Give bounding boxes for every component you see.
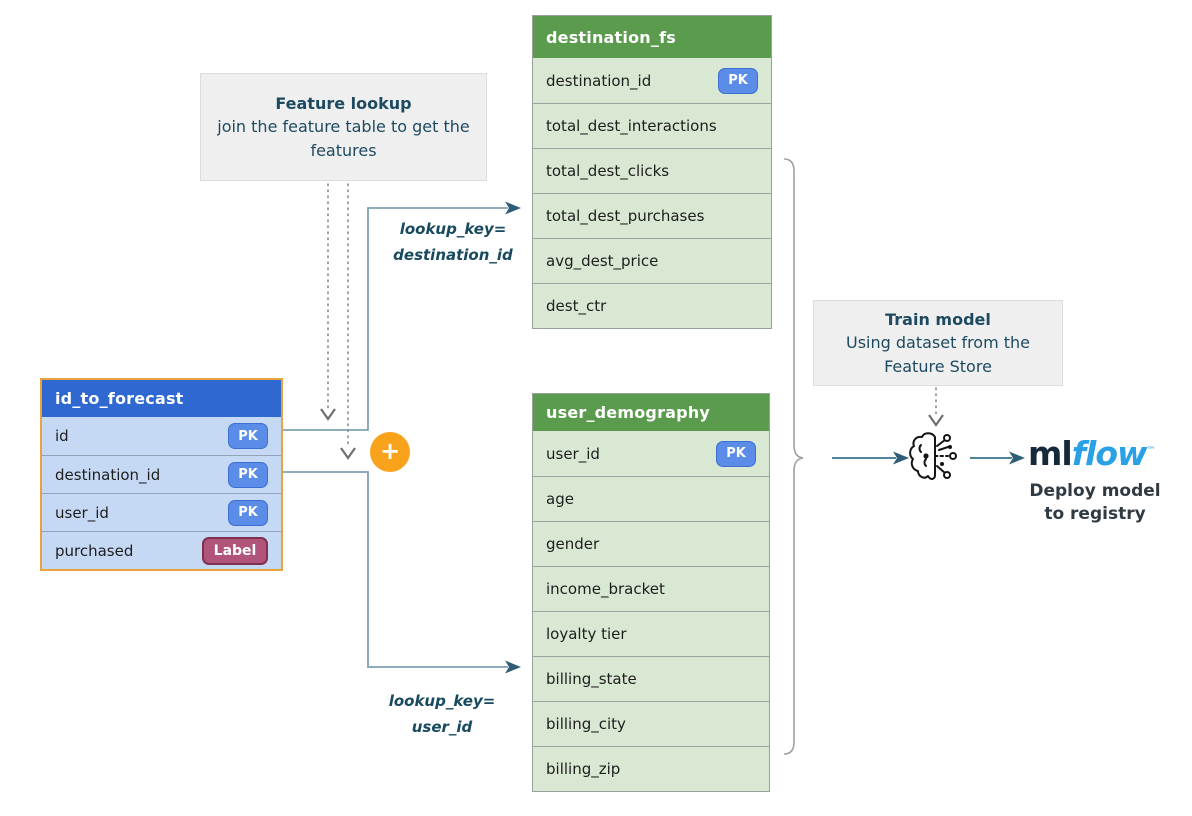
column-name: billing_city — [546, 715, 626, 733]
table-row: income_bracket — [533, 566, 769, 611]
table-row: billing_zip — [533, 746, 769, 791]
feature-lookup-title: Feature lookup — [275, 94, 412, 114]
lookup-key-line: destination_id — [393, 246, 513, 264]
table-row: total_dest_interactions — [533, 103, 771, 148]
curly-brace — [783, 158, 804, 755]
lookup-key-line: lookup_key= — [399, 220, 507, 238]
column-name: billing_zip — [546, 760, 621, 778]
train-model-title: Train model — [885, 310, 991, 330]
table-id-to-forecast: id_to_forecast id PK destination_id PK u… — [40, 378, 283, 571]
table-row: loyalty tier — [533, 611, 769, 656]
connector-lookup-destination — [283, 207, 508, 431]
feature-lookup-body: join the feature table to get the featur… — [217, 117, 470, 160]
arrowhead-brace-to-brain — [893, 451, 909, 465]
mlflow-logo: mlflow™ — [1028, 434, 1156, 473]
column-name: destination_id — [546, 71, 652, 90]
column-name: destination_id — [55, 465, 161, 484]
deploy-caption-line: to registry — [1044, 504, 1146, 524]
column-name: avg_dest_price — [546, 252, 659, 270]
deploy-caption-line: Deploy model — [1029, 481, 1161, 501]
column-name: billing_state — [546, 670, 637, 688]
table-row: total_dest_clicks — [533, 148, 771, 193]
table-header: destination_fs — [533, 16, 771, 58]
lookup-key-line: user_id — [411, 718, 473, 736]
table-row: billing_city — [533, 701, 769, 746]
column-name: total_dest_clicks — [546, 162, 670, 180]
table-destination-fs: destination_fs destination_id PK total_d… — [532, 15, 772, 329]
column-name: user_id — [55, 503, 109, 522]
table-row: user_id PK — [533, 431, 769, 476]
label-badge: Label — [202, 536, 268, 565]
plus-glyph: + — [379, 437, 401, 465]
table-row: avg_dest_price — [533, 238, 771, 283]
lookup-key-line: lookup_key= — [388, 692, 496, 710]
column-name: age — [546, 490, 574, 508]
table-row: gender — [533, 521, 769, 566]
train-model-body: Using dataset from the Feature Store — [845, 333, 1031, 376]
brain-circuit-svg — [909, 432, 957, 480]
feature-lookup-note: Feature lookup join the feature table to… — [200, 73, 487, 181]
train-model-note: Train model Using dataset from the Featu… — [813, 300, 1063, 386]
column-name: total_dest_purchases — [546, 207, 705, 225]
lookup-key-user-label: lookup_key= user_id — [372, 688, 512, 740]
column-name: loyalty tier — [546, 625, 627, 643]
table-row: destination_id PK — [42, 455, 281, 493]
column-name: id — [55, 427, 69, 445]
pk-badge: PK — [228, 499, 268, 526]
arrowhead-lookup-user — [505, 660, 521, 674]
connector-lookup-user — [283, 471, 508, 668]
arrowhead-lookup-destination — [505, 201, 521, 215]
table-user-demography: user_demography user_id PK age gender in… — [532, 393, 770, 792]
table-row: dest_ctr — [533, 283, 771, 328]
table-header: id_to_forecast — [42, 380, 281, 417]
table-row: billing_state — [533, 656, 769, 701]
table-row: age — [533, 476, 769, 521]
pk-badge: PK — [228, 423, 268, 449]
brain-circuit-icon — [906, 428, 964, 486]
mlflow-logo-ml: ml — [1028, 434, 1073, 473]
table-header: user_demography — [533, 394, 769, 431]
pk-badge: PK — [716, 440, 756, 467]
column-name: total_dest_interactions — [546, 117, 717, 135]
deploy-caption: Deploy model to registry — [1015, 480, 1175, 526]
lookup-key-destination-label: lookup_key= destination_id — [383, 216, 523, 268]
arrowhead-brain-to-mlflow — [1009, 451, 1025, 465]
column-name: user_id — [546, 444, 600, 463]
plus-icon: + — [370, 432, 410, 472]
column-name: gender — [546, 535, 600, 553]
dotted-arrowhead-3 — [928, 414, 944, 427]
pk-badge: PK — [228, 461, 268, 488]
table-row: destination_id PK — [533, 58, 771, 103]
mlflow-logo-flow: flow — [1071, 434, 1148, 473]
table-row: total_dest_purchases — [533, 193, 771, 238]
pk-badge: PK — [718, 67, 758, 94]
table-row: id PK — [42, 417, 281, 455]
table-row: user_id PK — [42, 493, 281, 531]
dotted-arrowhead-2 — [340, 447, 356, 460]
column-name: dest_ctr — [546, 297, 607, 315]
dotted-arrowhead-1 — [320, 408, 336, 421]
column-name: purchased — [55, 541, 134, 560]
table-row: purchased Label — [42, 531, 281, 569]
column-name: income_bracket — [546, 580, 665, 598]
trademark-symbol: ™ — [1146, 446, 1156, 456]
